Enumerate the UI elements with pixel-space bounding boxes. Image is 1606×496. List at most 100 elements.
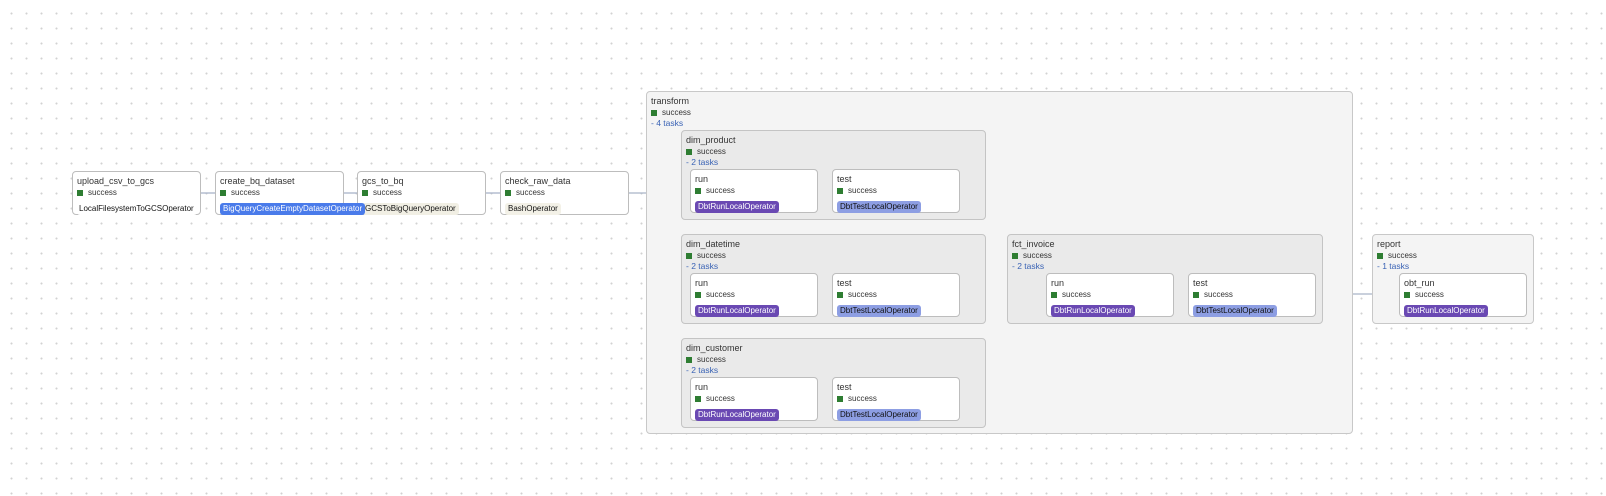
status-text: success	[516, 188, 545, 197]
task-title: run	[695, 382, 709, 392]
group-title: transform	[651, 96, 690, 106]
operator-badge: DbtTestLocalOperator	[1193, 305, 1277, 317]
task-title: check_raw_data	[505, 176, 571, 186]
status-indicator: success	[1012, 250, 1318, 261]
task-dim-product-test[interactable]: test success DbtTestLocalOperator	[832, 169, 960, 213]
operator-badge: DbtRunLocalOperator	[1051, 305, 1135, 317]
operator-badge: DbtRunLocalOperator	[695, 305, 779, 317]
success-status-icon	[362, 189, 368, 196]
status-indicator: success	[686, 146, 981, 157]
status-indicator: success	[1051, 289, 1169, 300]
status-indicator: success	[837, 185, 955, 196]
status-text: success	[697, 147, 726, 156]
group-title: dim_customer	[686, 343, 743, 353]
collapse-group-toggle[interactable]: - 1 tasks	[1377, 261, 1410, 271]
task-title: upload_csv_to_gcs	[77, 176, 155, 186]
status-indicator: success	[695, 289, 813, 300]
status-text: success	[1415, 290, 1444, 299]
task-title: test	[1193, 278, 1208, 288]
task-dim-product-run[interactable]: run success DbtRunLocalOperator	[690, 169, 818, 213]
status-text: success	[706, 186, 735, 195]
success-status-icon	[686, 252, 692, 259]
success-status-icon	[686, 356, 692, 363]
status-indicator: success	[837, 393, 955, 404]
status-text: success	[848, 186, 877, 195]
success-status-icon	[1377, 252, 1383, 259]
success-status-icon	[505, 189, 511, 196]
success-status-icon	[1051, 291, 1057, 298]
status-text: success	[662, 108, 691, 117]
status-text: success	[706, 394, 735, 403]
status-indicator: success	[686, 354, 981, 365]
operator-badge: GCSToBigQueryOperator	[362, 203, 459, 215]
status-text: success	[1388, 251, 1417, 260]
status-text: success	[1062, 290, 1091, 299]
status-indicator: success	[1404, 289, 1522, 300]
task-check-raw-data[interactable]: check_raw_data success BashOperator	[500, 171, 629, 215]
status-indicator: success	[695, 185, 813, 196]
task-title: test	[837, 278, 852, 288]
status-text: success	[848, 290, 877, 299]
task-dim-customer-test[interactable]: test success DbtTestLocalOperator	[832, 377, 960, 421]
status-text: success	[231, 188, 260, 197]
operator-badge: BashOperator	[505, 203, 561, 215]
operator-badge: LocalFilesystemToGCSOperator	[77, 203, 197, 215]
status-text: success	[88, 188, 117, 197]
success-status-icon	[695, 187, 701, 194]
status-text: success	[373, 188, 402, 197]
task-dim-datetime-run[interactable]: run success DbtRunLocalOperator	[690, 273, 818, 317]
operator-badge: DbtRunLocalOperator	[695, 201, 779, 213]
task-report-obt-run[interactable]: obt_run success DbtRunLocalOperator	[1399, 273, 1527, 317]
success-status-icon	[1193, 291, 1199, 298]
task-fct-invoice-test[interactable]: test success DbtTestLocalOperator	[1188, 273, 1316, 317]
collapse-group-toggle[interactable]: - 2 tasks	[686, 365, 719, 375]
operator-badge: DbtTestLocalOperator	[837, 409, 921, 421]
status-indicator: success	[1193, 289, 1311, 300]
success-status-icon	[686, 148, 692, 155]
task-create-bq-dataset[interactable]: create_bq_dataset success BigQueryCreate…	[215, 171, 366, 215]
status-indicator: success	[77, 187, 196, 198]
status-text: success	[1204, 290, 1233, 299]
group-title: dim_datetime	[686, 239, 741, 249]
success-status-icon	[77, 189, 83, 196]
success-status-icon	[837, 187, 843, 194]
success-status-icon	[837, 291, 843, 298]
task-upload-csv-to-gcs[interactable]: upload_csv_to_gcs success LocalFilesyste…	[72, 171, 201, 215]
success-status-icon	[1404, 291, 1410, 298]
success-status-icon	[695, 291, 701, 298]
status-indicator: success	[220, 187, 339, 198]
collapse-group-toggle[interactable]: - 4 tasks	[651, 118, 684, 128]
success-status-icon	[1012, 252, 1018, 259]
task-title: obt_run	[1404, 278, 1435, 288]
success-status-icon	[837, 395, 843, 402]
task-title: create_bq_dataset	[220, 176, 295, 186]
status-indicator: success	[837, 289, 955, 300]
status-text: success	[848, 394, 877, 403]
status-indicator: success	[651, 107, 1348, 118]
group-title: report	[1377, 239, 1401, 249]
collapse-group-toggle[interactable]: - 2 tasks	[686, 157, 719, 167]
task-title: run	[695, 278, 709, 288]
operator-badge: DbtRunLocalOperator	[695, 409, 779, 421]
task-dim-customer-run[interactable]: run success DbtRunLocalOperator	[690, 377, 818, 421]
status-text: success	[706, 290, 735, 299]
task-dim-datetime-test[interactable]: test success DbtTestLocalOperator	[832, 273, 960, 317]
task-title: run	[695, 174, 709, 184]
collapse-group-toggle[interactable]: - 2 tasks	[1012, 261, 1045, 271]
task-gcs-to-bq[interactable]: gcs_to_bq success GCSToBigQueryOperator	[357, 171, 486, 215]
operator-badge: DbtTestLocalOperator	[837, 201, 921, 213]
task-title: test	[837, 382, 852, 392]
status-text: success	[697, 251, 726, 260]
status-text: success	[697, 355, 726, 364]
task-fct-invoice-run[interactable]: run success DbtRunLocalOperator	[1046, 273, 1174, 317]
operator-badge: DbtTestLocalOperator	[837, 305, 921, 317]
success-status-icon	[695, 395, 701, 402]
collapse-group-toggle[interactable]: - 2 tasks	[686, 261, 719, 271]
operator-badge: DbtRunLocalOperator	[1404, 305, 1488, 317]
group-title: fct_invoice	[1012, 239, 1055, 249]
status-indicator: success	[1377, 250, 1529, 261]
task-title: test	[837, 174, 852, 184]
success-status-icon	[220, 189, 226, 196]
operator-badge: BigQueryCreateEmptyDatasetOperator	[220, 203, 366, 215]
